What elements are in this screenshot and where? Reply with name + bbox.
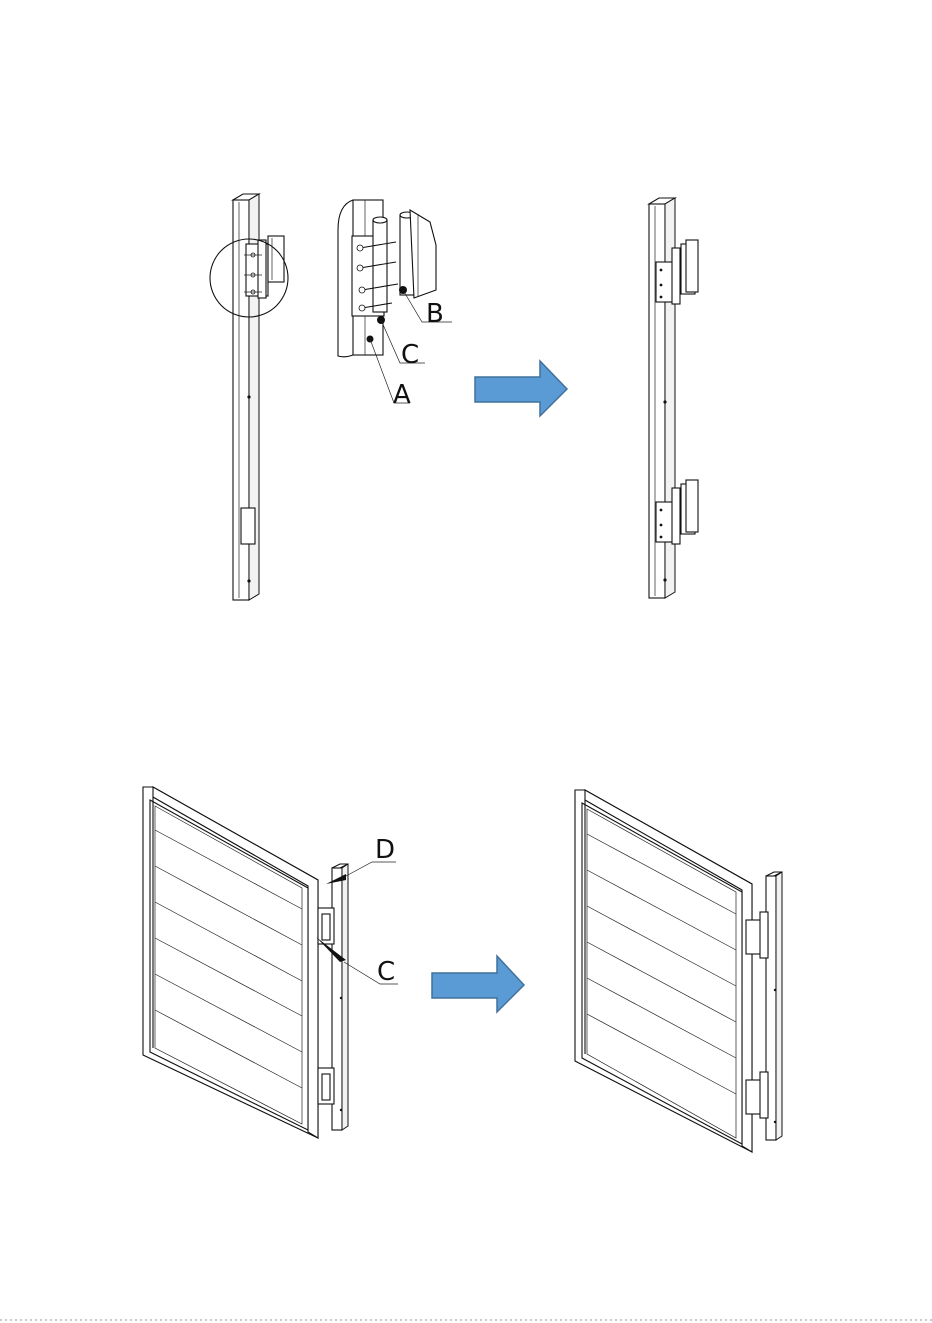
hinge-detail-view: B C A — [338, 200, 452, 410]
gate-after-mount — [575, 790, 782, 1152]
post-before-hinge — [210, 194, 288, 600]
label-b: B — [426, 299, 444, 329]
gate-before-mount: D C — [143, 787, 398, 1138]
right-arrow-icon — [475, 361, 567, 416]
right-arrow-icon — [432, 956, 524, 1012]
label-c-bottom: C — [377, 957, 395, 987]
label-c-top: C — [401, 340, 419, 370]
label-d: D — [375, 835, 395, 865]
label-a: A — [393, 380, 411, 410]
post-after-hinge — [649, 198, 698, 598]
